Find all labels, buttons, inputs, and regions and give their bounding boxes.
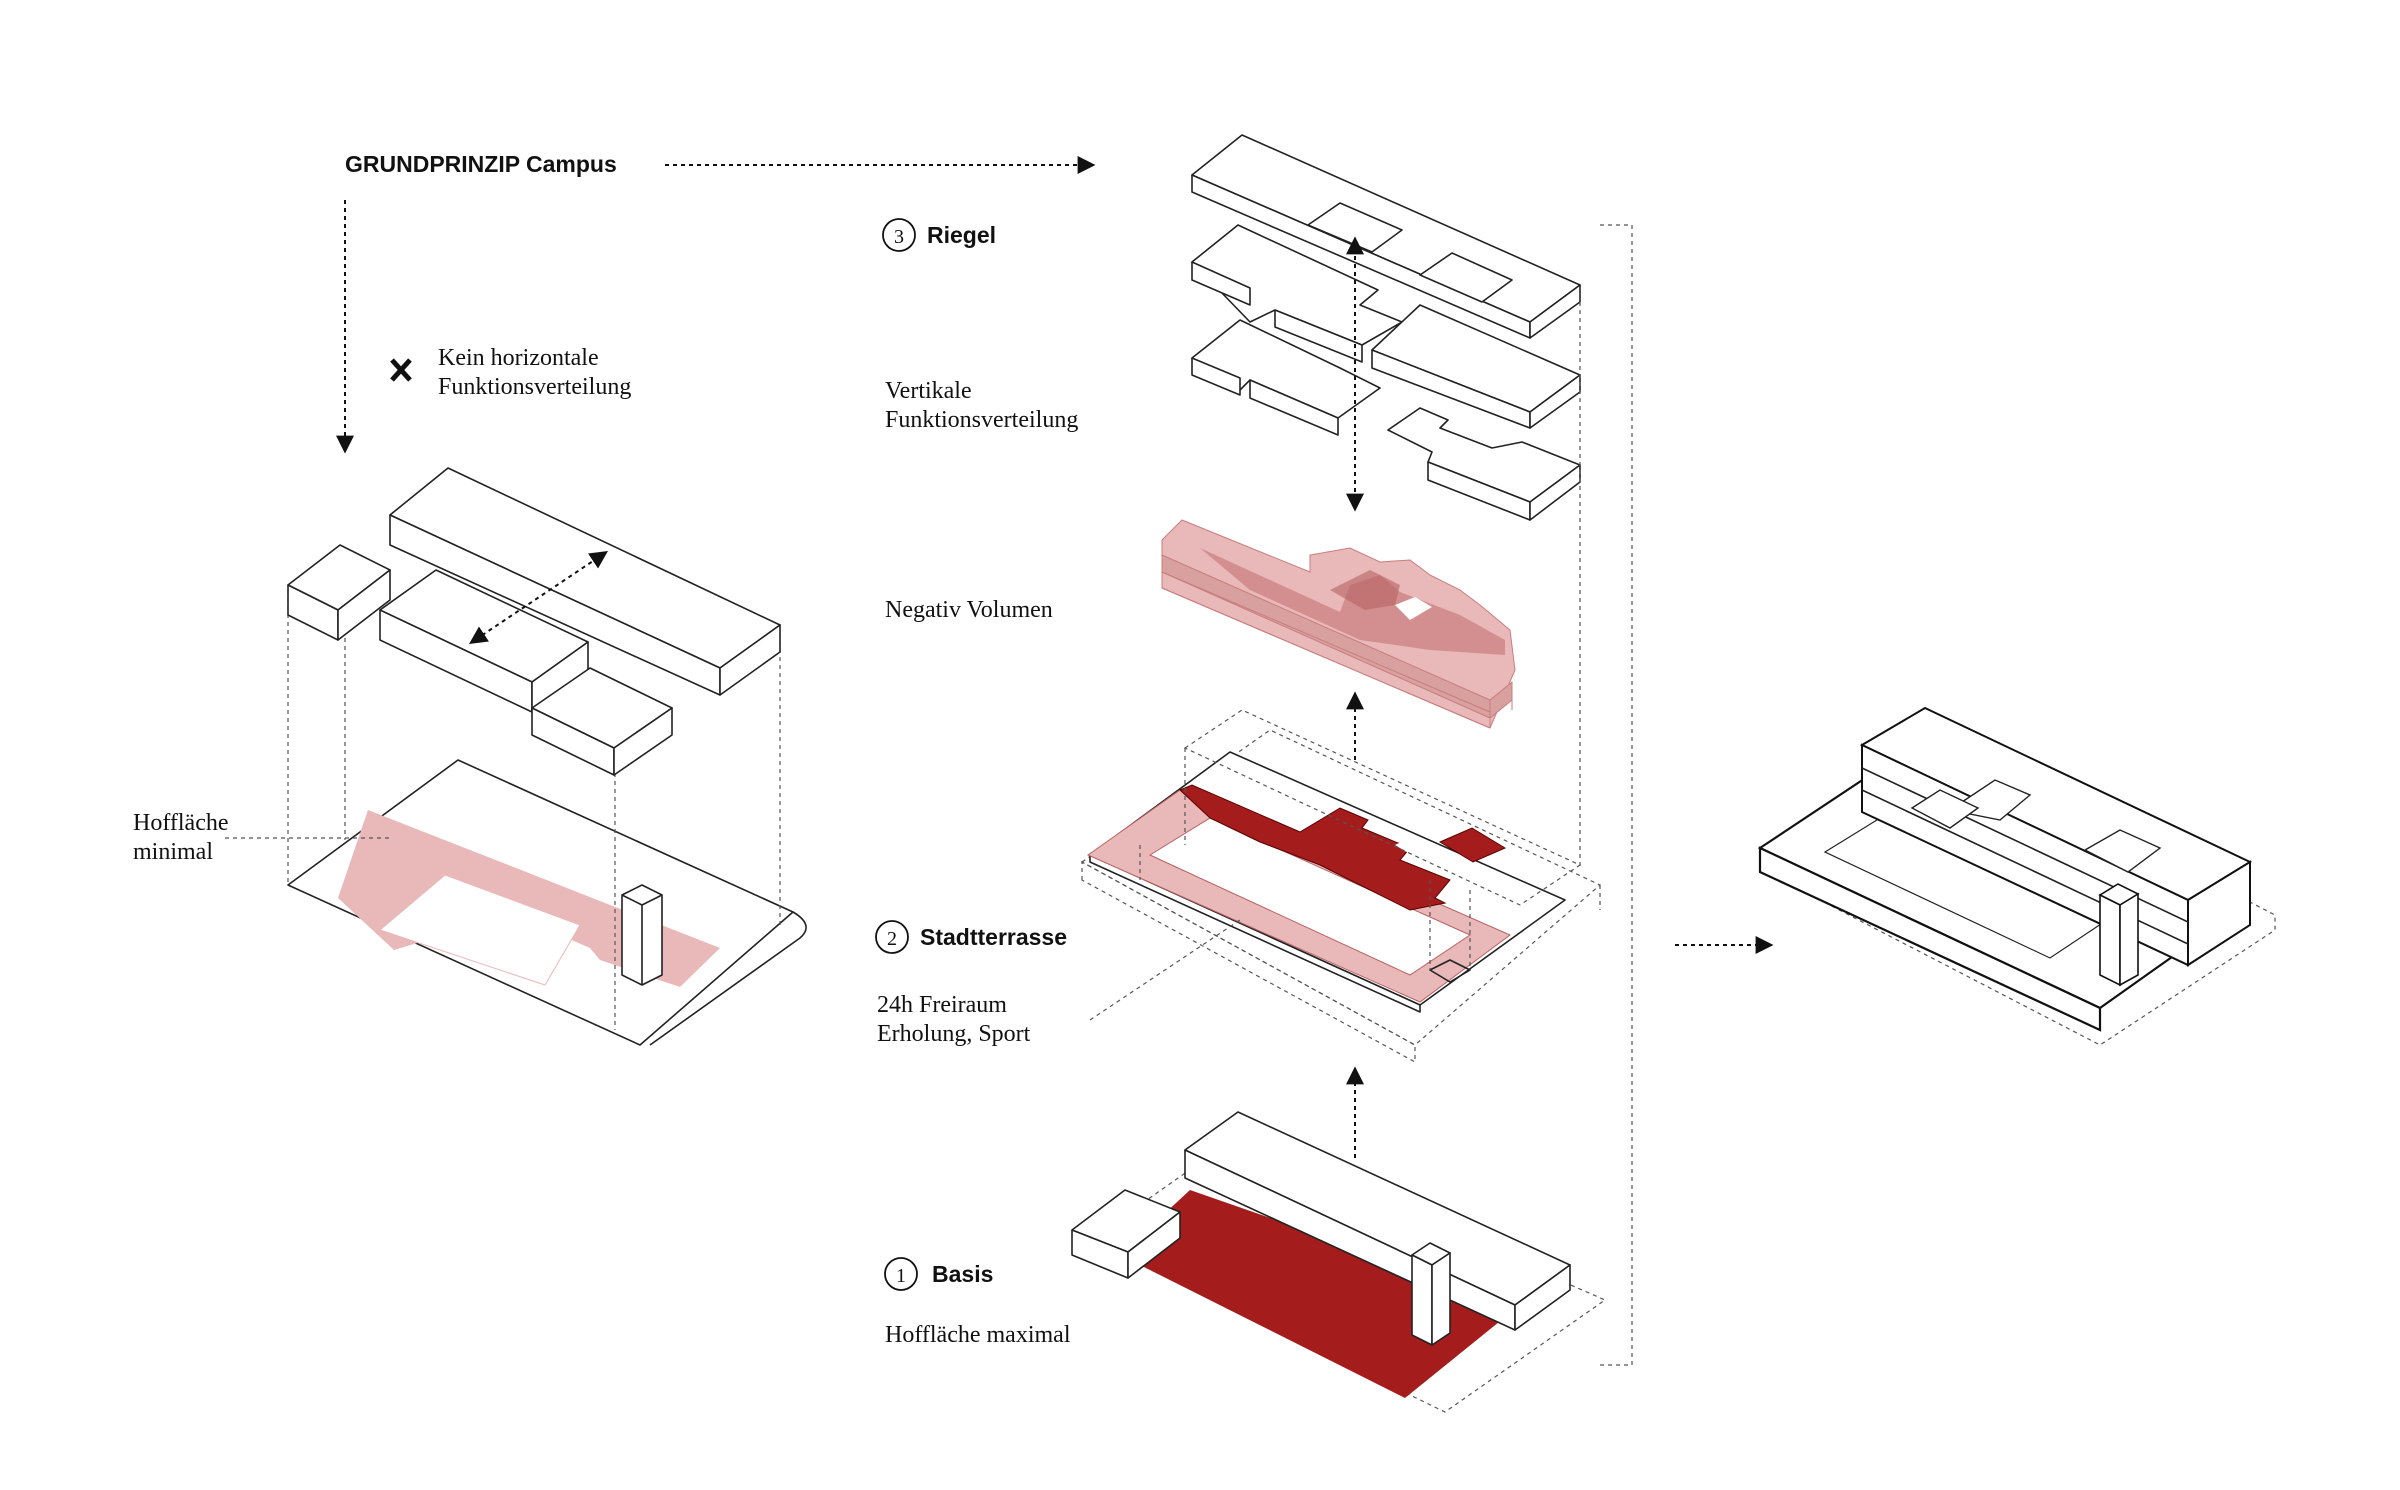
negative-volume — [1161, 519, 1516, 760]
step1-number: 1 — [896, 1265, 906, 1287]
step1-title: Basis — [932, 1261, 993, 1287]
step2-badge: 2 — [875, 920, 909, 954]
negative-volume-label: Negativ Volumen — [885, 597, 1053, 623]
final-building — [1757, 706, 2276, 1046]
step2-title: Stadtterrasse — [920, 924, 1067, 950]
courtyard-min-line1: Hoffläche — [133, 810, 229, 836]
riegel-volumes — [1191, 134, 1581, 521]
vertical-line2: Funktionsverteilung — [885, 407, 1078, 433]
courtyard-max-label: Hoffläche maximal — [885, 1322, 1071, 1348]
step3-title: Riegel — [927, 222, 996, 248]
title-label: GRUNDPRINZIP Campus — [345, 151, 617, 177]
step1-badge: 1 — [884, 1257, 918, 1291]
x-mark-icon — [390, 358, 412, 382]
stadtterrasse — [1080, 709, 1602, 1158]
left-diagram — [225, 467, 807, 1046]
no-horizontal-line1: Kein horizontale — [438, 345, 599, 371]
step3-number: 3 — [894, 226, 904, 248]
stack-bracket — [1579, 224, 1633, 1366]
basis — [1071, 1111, 1607, 1413]
courtyard-min-line2: minimal — [133, 839, 213, 865]
open24-line1: 24h Freiraum — [877, 992, 1007, 1018]
open24-line2: Erholung, Sport — [877, 1021, 1031, 1047]
step3-badge: 3 — [882, 218, 916, 252]
no-horizontal-line2: Funktionsverteilung — [438, 374, 631, 400]
step2-number: 2 — [887, 928, 897, 950]
vertical-line1: Vertikale — [885, 378, 972, 404]
